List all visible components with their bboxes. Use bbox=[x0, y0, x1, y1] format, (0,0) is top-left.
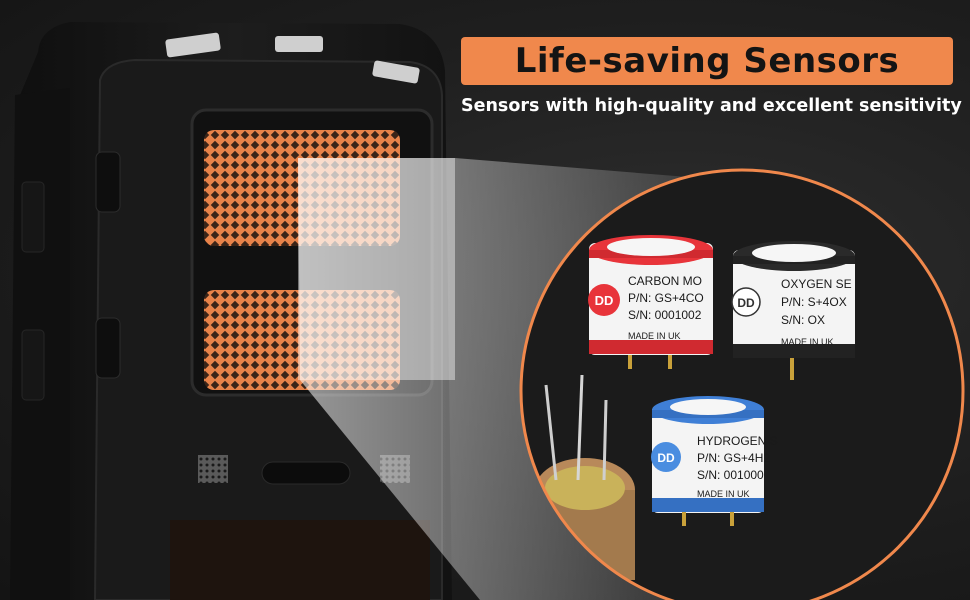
sensor-made-in: MADE IN UK bbox=[697, 489, 750, 499]
sensor-name: OXYGEN SE bbox=[781, 277, 852, 291]
sensor-carbon-monoxide: DD CARBON MO P/N: GS+4CO S/N: 0001002 MA… bbox=[588, 235, 713, 369]
sensor-logo: DD bbox=[737, 296, 755, 310]
headline-subtitle: Sensors with high-quality and excellent … bbox=[461, 96, 962, 116]
highlight-window bbox=[298, 158, 455, 380]
sensor-sn: S/N: 0001002 bbox=[628, 308, 702, 322]
sensor-made-in: MADE IN UK bbox=[781, 337, 834, 347]
top-vents bbox=[165, 32, 420, 84]
sensor-sn: S/N: 001000 bbox=[697, 468, 764, 482]
sensor-made-in: MADE IN UK bbox=[628, 331, 681, 341]
sensor-pn: P/N: S+4OX bbox=[781, 295, 847, 309]
sensor-logo: DD bbox=[595, 293, 614, 308]
headline-banner: Life-saving Sensors bbox=[461, 37, 953, 85]
sensor-name: HYDROGEN S bbox=[697, 434, 778, 448]
lower-panel bbox=[170, 455, 430, 600]
sensor-pn: P/N: GS+4CO bbox=[628, 291, 704, 305]
sensor-zoom-circle bbox=[519, 168, 965, 600]
sensor-oxygen: DD OXYGEN SE P/N: S+4OX S/N: OX MADE IN … bbox=[731, 241, 855, 380]
sensor-name: CARBON MO bbox=[628, 274, 702, 288]
sensor-sn: S/N: OX bbox=[781, 313, 825, 327]
sensor-pn: P/N: GS+4H2 bbox=[697, 451, 770, 465]
circle-outline bbox=[519, 168, 965, 600]
sensor-hydrogen: DD HYDROGEN S P/N: GS+4H2 S/N: 001000 MA… bbox=[651, 396, 778, 526]
sensor-logo: DD bbox=[657, 451, 675, 465]
headline-title: Life-saving Sensors bbox=[514, 41, 900, 81]
